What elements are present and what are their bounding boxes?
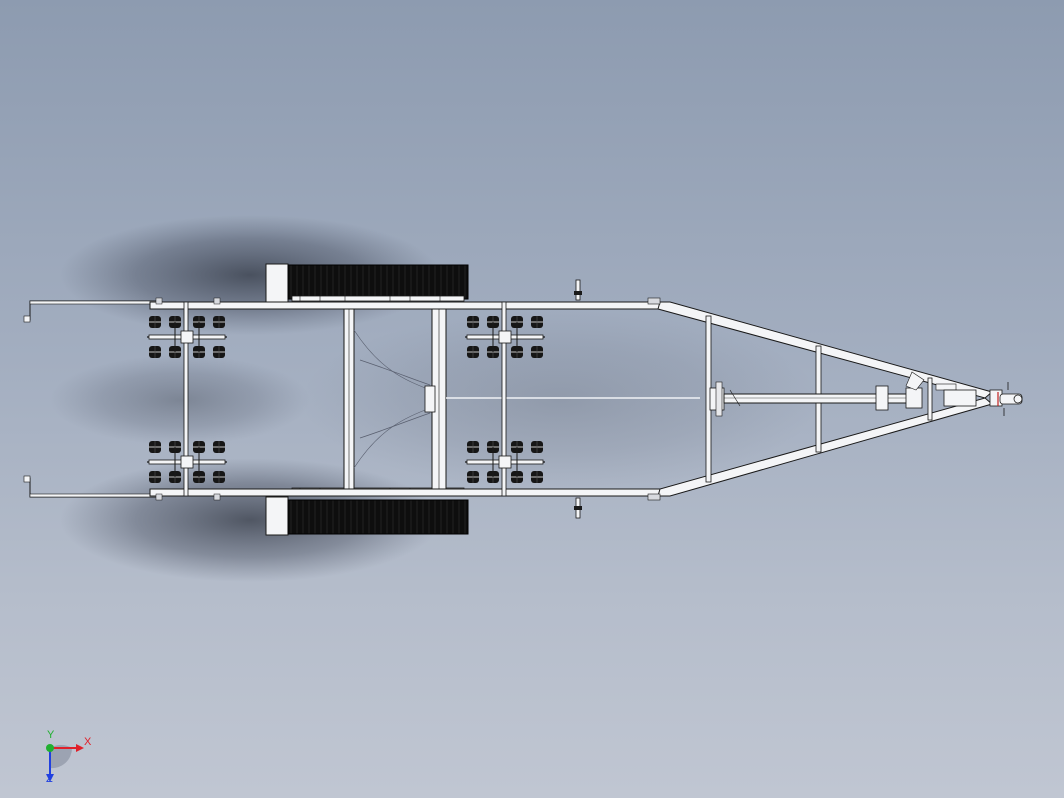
center-bunk[interactable] — [343, 308, 700, 490]
side-stands — [574, 279, 582, 519]
main-frame[interactable] — [23, 297, 994, 501]
coordinate-triad: Y X Z — [36, 730, 96, 786]
tire-bottom[interactable] — [265, 496, 469, 536]
axis-label-x: X — [84, 736, 92, 748]
hitch-coupler[interactable] — [935, 382, 1023, 416]
rear-roller-frame[interactable] — [155, 297, 507, 501]
axis-label-z: Z — [46, 773, 53, 785]
axis-label-y: Y — [47, 729, 55, 741]
tongue-beam[interactable] — [709, 371, 925, 417]
